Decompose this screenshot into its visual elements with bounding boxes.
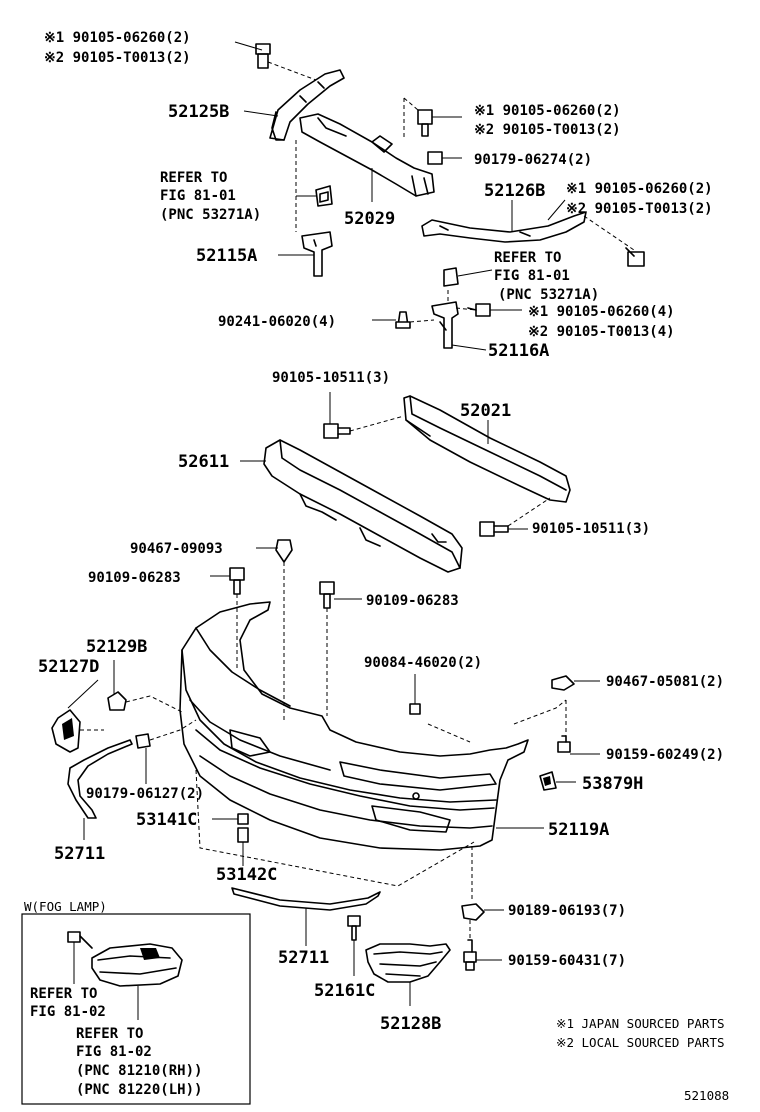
clip-53141c [212, 813, 249, 825]
label-90189-06193: 90189-06193(7) [508, 903, 626, 919]
inset-title: W(FOG LAMP) [24, 899, 107, 914]
label-90467-09093: 90467-09093 [130, 541, 223, 557]
label-refer-1: REFER TO [160, 170, 227, 186]
label-90179-06127: 90179-06127(2) [86, 786, 204, 802]
figure-id: 521088 [684, 1088, 729, 1103]
label-90467-05081: 90467-05081(2) [606, 674, 724, 690]
nut-90467-05081 [551, 675, 600, 691]
inset-refer-2c: (PNC 81210(RH)) [76, 1063, 202, 1079]
label-52021: 52021 [460, 401, 511, 421]
bracket-52115a [278, 231, 333, 277]
label-52116a: 52116A [488, 341, 549, 361]
clip-53142c [237, 827, 249, 866]
label-bolt-52116a-a: ※1 90105-06260(4) [528, 304, 675, 320]
support-52029 [299, 113, 435, 202]
label-52161c: 52161C [314, 981, 375, 1001]
label-bolt-52029-a: ※1 90105-06260(2) [474, 103, 621, 119]
bolt-52125b [234, 41, 271, 69]
moulding-52711-bottom [231, 887, 381, 946]
bolt-52116a [467, 303, 522, 317]
label-52125b: 52125B [168, 102, 229, 122]
label-52129b: 52129B [86, 637, 147, 657]
clip-53271a-left [296, 185, 333, 207]
label-52611: 52611 [178, 452, 229, 472]
label-bolt-52029-b: ※2 90105-T0013(2) [474, 122, 621, 138]
label-bolt-52126b-a: ※1 90105-06260(2) [566, 181, 713, 197]
label-90084-46020: 90084-46020(2) [364, 655, 482, 671]
label-90109-06283-right: 90109-06283 [366, 593, 459, 609]
inset-refer-1b: FIG 81-02 [30, 1004, 106, 1020]
inset-refer-2b: FIG 81-02 [76, 1044, 152, 1060]
fog-lamp-screw [67, 931, 93, 984]
bolt-52126b [625, 247, 645, 267]
label-refer-2b: FIG 81-01 [494, 268, 570, 284]
clip-90179-06127 [135, 733, 151, 784]
label-refer-2c: (PNC 53271A) [498, 287, 599, 303]
label-refer-1c: (PNC 53271A) [160, 207, 261, 223]
label-52711-left: 52711 [54, 844, 105, 864]
label-52127d: 52127D [38, 657, 99, 677]
legend-japan: ※1 JAPAN SOURCED PARTS [556, 1016, 725, 1031]
label-52119a: 52119A [548, 820, 609, 840]
retainer-52126b [421, 200, 587, 243]
label-52128b: 52128B [380, 1014, 441, 1034]
label-bolt-52125b-b: ※2 90105-T0013(2) [44, 50, 191, 66]
screw-90109-06283-left [210, 567, 245, 595]
nut-90179-06274 [427, 151, 462, 165]
bolt-52029 [417, 109, 462, 137]
label-52126b: 52126B [484, 181, 545, 201]
label-90105-10511-top: 90105-10511(3) [272, 370, 390, 386]
reinforcement-52021 [403, 395, 571, 503]
bumper-cover-52119a [179, 601, 544, 851]
inset-refer-2: REFER TO [76, 1026, 143, 1042]
label-90105-10511-bottom: 90105-10511(3) [532, 521, 650, 537]
nut-90189-06193 [461, 903, 504, 921]
label-bolt-52125b-a: ※1 90105-06260(2) [44, 30, 191, 46]
absorber-52611 [240, 439, 463, 573]
inset-refer-2d: (PNC 81220(LH)) [76, 1082, 202, 1098]
bolt-90105-10511-top [323, 392, 351, 439]
label-52029: 52029 [344, 209, 395, 229]
label-90159-60249: 90159-60249(2) [606, 747, 724, 763]
cover-53879h [539, 771, 576, 791]
label-bolt-52116a-b: ※2 90105-T0013(4) [528, 324, 675, 340]
fog-cover-52128b [365, 943, 451, 1006]
moulding-52711-left [67, 739, 133, 840]
clip-90467-09093 [256, 539, 293, 563]
label-90109-06283-left: 90109-06283 [88, 570, 181, 586]
clip-53271a-right [443, 267, 493, 287]
label-bolt-52126b-b: ※2 90105-T0013(2) [566, 201, 713, 217]
screw-90159-60249 [557, 735, 600, 755]
screw-90109-06283-right [319, 581, 362, 609]
fog-lamp [91, 943, 183, 987]
clip-52129b [107, 660, 127, 711]
bolt-90241-06020 [372, 311, 411, 329]
fog-lamp-inset [21, 913, 251, 1105]
label-90241-06020: 90241-06020(4) [218, 314, 336, 330]
inset-refer-1: REFER TO [30, 986, 97, 1002]
bolt-90105-10511-bottom [479, 521, 528, 537]
label-refer-1b: FIG 81-01 [160, 188, 236, 204]
label-refer-2: REFER TO [494, 250, 561, 266]
label-53879h: 53879H [582, 774, 643, 794]
label-90159-60431: 90159-60431(7) [508, 953, 626, 969]
retainer-52125b [243, 69, 345, 141]
legend-local: ※2 LOCAL SOURCED PARTS [556, 1035, 725, 1050]
label-52711-bottom: 52711 [278, 948, 329, 968]
bracket-52116a [431, 301, 487, 351]
label-53141c: 53141C [136, 810, 197, 830]
label-90179-06274: 90179-06274(2) [474, 152, 592, 168]
label-53142c: 53142C [216, 865, 277, 885]
screw-90159-60431 [463, 939, 502, 971]
clip-90084-46020 [409, 674, 421, 715]
screw-52161c [347, 915, 361, 976]
bracket-52127d [51, 679, 99, 753]
label-52115a: 52115A [196, 246, 257, 266]
